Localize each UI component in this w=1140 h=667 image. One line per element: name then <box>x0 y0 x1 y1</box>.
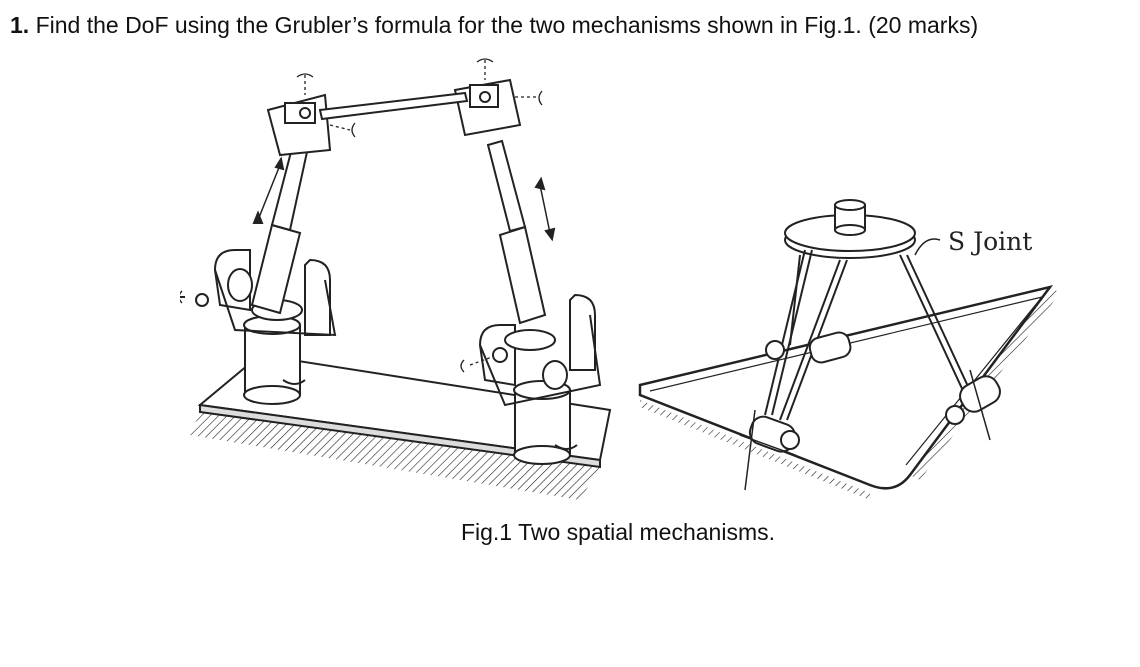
clevis-left <box>180 249 337 337</box>
s-joint-label: S Joint <box>948 227 1032 256</box>
u-joint-top-left <box>266 73 356 157</box>
pedestal-right <box>513 380 578 465</box>
right-mechanism <box>638 199 1060 500</box>
figure-caption: Fig.1 Two spatial mechanisms. <box>460 519 776 545</box>
base-joints <box>739 331 1001 491</box>
question-text: 1. Find the DoF using the Grubler’s form… <box>10 12 978 39</box>
mechanisms-drawing: S Joint <box>180 58 1060 500</box>
figure-two-mechanisms: S Joint <box>180 55 1080 505</box>
s-joint-leader <box>914 238 941 256</box>
left-mechanism <box>180 58 612 500</box>
coupler-bar <box>318 91 469 121</box>
clevis-right <box>460 293 602 407</box>
prismatic-link-right <box>486 139 556 325</box>
question-number: 1. <box>10 12 30 38</box>
legs <box>764 249 973 421</box>
u-joint-top-right <box>453 58 543 137</box>
moving-platform <box>784 199 916 259</box>
question-body: Find the DoF using the Grubler’s formula… <box>35 12 979 38</box>
pedestal-left <box>243 315 306 405</box>
